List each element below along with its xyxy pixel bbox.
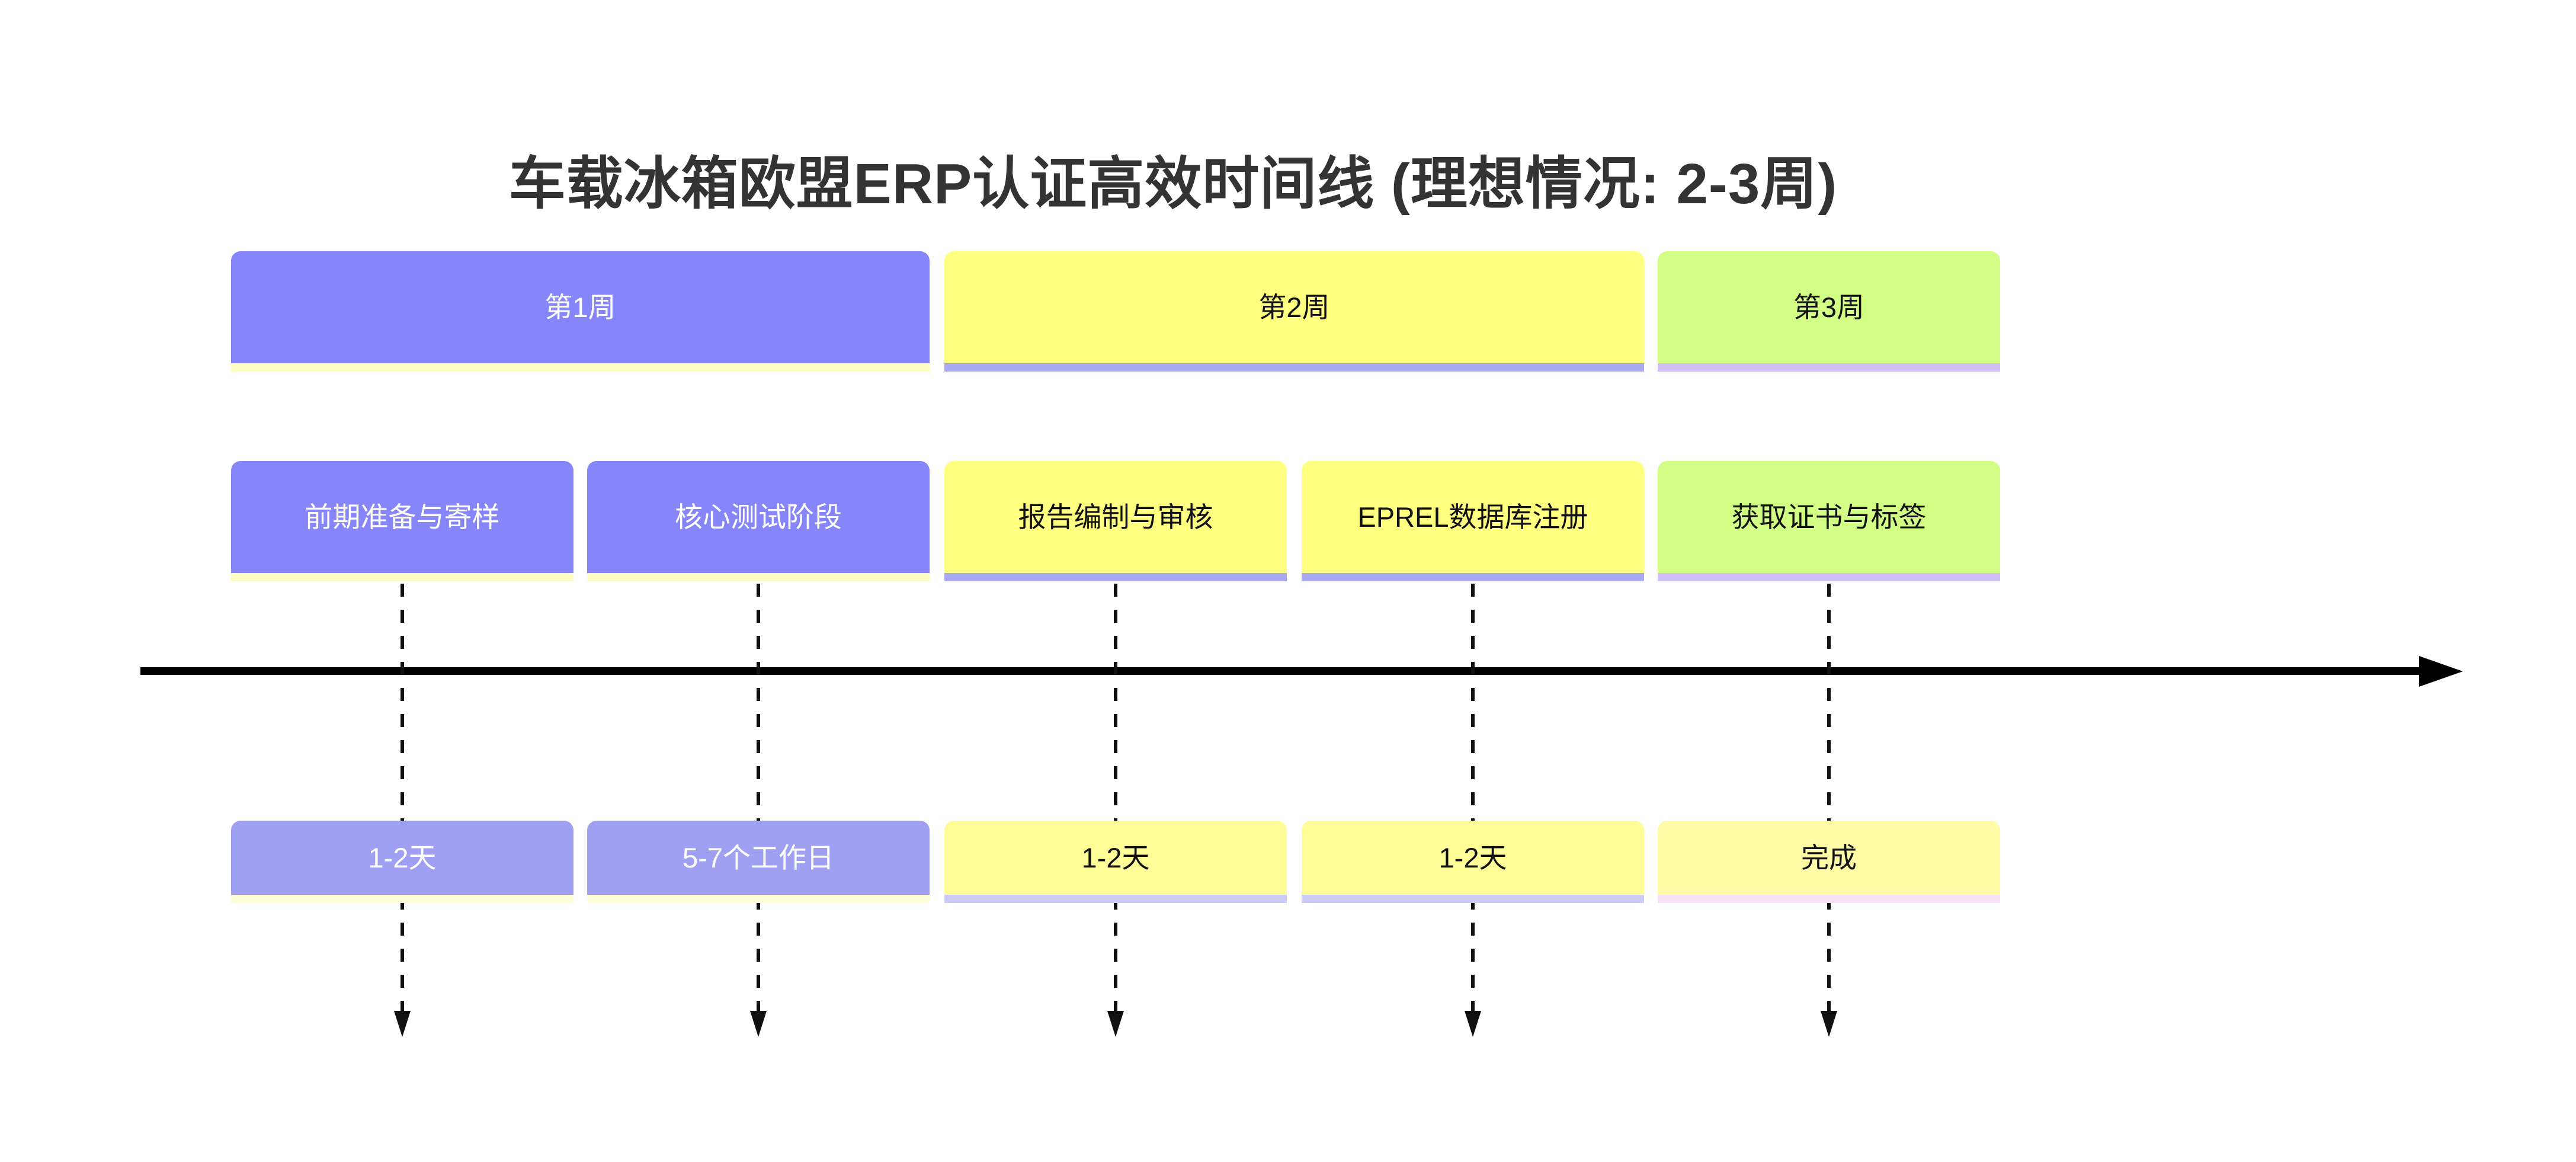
duration-box-5-shadow-strip [1658, 895, 2000, 903]
connector-arrowhead-icon-3 [1107, 1011, 1124, 1037]
task-box-5: 获取证书与标签 [1658, 461, 2000, 581]
duration-box-3: 1-2天 [944, 821, 1287, 903]
task-box-5-fill: 获取证书与标签 [1658, 461, 2000, 573]
duration-box-5: 完成 [1658, 821, 2000, 903]
connector-dashed-line-1 [401, 584, 404, 1011]
week-bar-2-label: 第2周 [1258, 292, 1330, 323]
task-box-1-shadow-strip [231, 573, 573, 581]
duration-box-4: 1-2天 [1302, 821, 1644, 903]
duration-box-2-fill: 5-7个工作日 [587, 821, 930, 895]
task-box-5-shadow-strip [1658, 573, 2000, 581]
duration-box-3-shadow-strip [944, 895, 1287, 903]
task-box-3-shadow-strip [944, 573, 1287, 581]
task-box-4-label: EPREL数据库注册 [1357, 501, 1588, 533]
task-box-3-label: 报告编制与审核 [1018, 501, 1213, 533]
task-box-3-fill: 报告编制与审核 [944, 461, 1287, 573]
connector-dashed-line-3 [1114, 584, 1117, 1011]
week-bar-1-fill: 第1周 [231, 251, 930, 363]
timeline-axis-arrowhead-icon [2419, 656, 2463, 687]
task-box-4-fill: EPREL数据库注册 [1302, 461, 1644, 573]
duration-box-2-label: 5-7个工作日 [683, 842, 834, 873]
connector-arrowhead-icon-5 [1821, 1011, 1837, 1037]
week-bar-3: 第3周 [1658, 251, 2000, 372]
week-bar-2: 第2周 [944, 251, 1644, 372]
week-bar-1: 第1周 [231, 251, 930, 372]
task-box-1-fill: 前期准备与寄样 [231, 461, 573, 573]
duration-box-5-fill: 完成 [1658, 821, 2000, 895]
task-box-1: 前期准备与寄样 [231, 461, 573, 581]
duration-box-5-label: 完成 [1801, 842, 1857, 873]
connector-dashed-line-4 [1471, 584, 1475, 1011]
task-box-2-label: 核心测试阶段 [675, 501, 842, 533]
duration-box-1: 1-2天 [231, 821, 573, 903]
duration-box-4-shadow-strip [1302, 895, 1644, 903]
task-box-3: 报告编制与审核 [944, 461, 1287, 581]
week-bar-2-shadow-strip [944, 363, 1644, 372]
connector-dashed-line-2 [757, 584, 760, 1011]
week-bar-3-fill: 第3周 [1658, 251, 2000, 363]
duration-box-1-fill: 1-2天 [231, 821, 573, 895]
task-box-5-label: 获取证书与标签 [1731, 501, 1927, 533]
task-box-4-shadow-strip [1302, 573, 1644, 581]
duration-box-3-fill: 1-2天 [944, 821, 1287, 895]
duration-box-4-label: 1-2天 [1438, 842, 1507, 873]
duration-box-4-fill: 1-2天 [1302, 821, 1644, 895]
task-box-2: 核心测试阶段 [587, 461, 930, 581]
connector-arrowhead-icon-1 [394, 1011, 411, 1037]
timeline-axis [140, 667, 2420, 675]
duration-box-1-label: 1-2天 [368, 842, 437, 873]
diagram-title: 车载冰箱欧盟ERP认证高效时间线 (理想情况: 2-3周) [508, 152, 1838, 216]
week-bar-1-label: 第1周 [544, 292, 616, 323]
duration-box-1-shadow-strip [231, 895, 573, 903]
week-bar-3-shadow-strip [1658, 363, 2000, 372]
duration-box-2: 5-7个工作日 [587, 821, 930, 903]
task-box-2-shadow-strip [587, 573, 930, 581]
duration-box-2-shadow-strip [587, 895, 930, 903]
week-bar-2-fill: 第2周 [944, 251, 1644, 363]
week-bar-1-shadow-strip [231, 363, 930, 372]
connector-arrowhead-icon-4 [1465, 1011, 1481, 1037]
connector-dashed-line-5 [1827, 584, 1831, 1011]
connector-arrowhead-icon-2 [750, 1011, 767, 1037]
week-bar-3-label: 第3周 [1793, 292, 1865, 323]
duration-box-3-label: 1-2天 [1081, 842, 1150, 873]
task-box-2-fill: 核心测试阶段 [587, 461, 930, 573]
task-box-1-label: 前期准备与寄样 [305, 501, 500, 533]
task-box-4: EPREL数据库注册 [1302, 461, 1644, 581]
